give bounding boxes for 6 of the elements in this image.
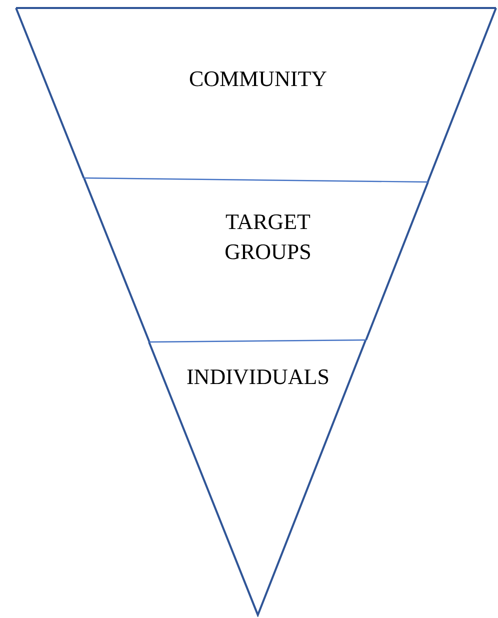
funnel-band [82,176,430,344]
funnel-band [14,6,498,184]
band-label: COMMUNITY [188,65,328,93]
funnel-band [147,338,368,617]
band-label: INDIVIDUALS [185,363,330,391]
band-label: TARGET GROUPS [224,208,312,266]
